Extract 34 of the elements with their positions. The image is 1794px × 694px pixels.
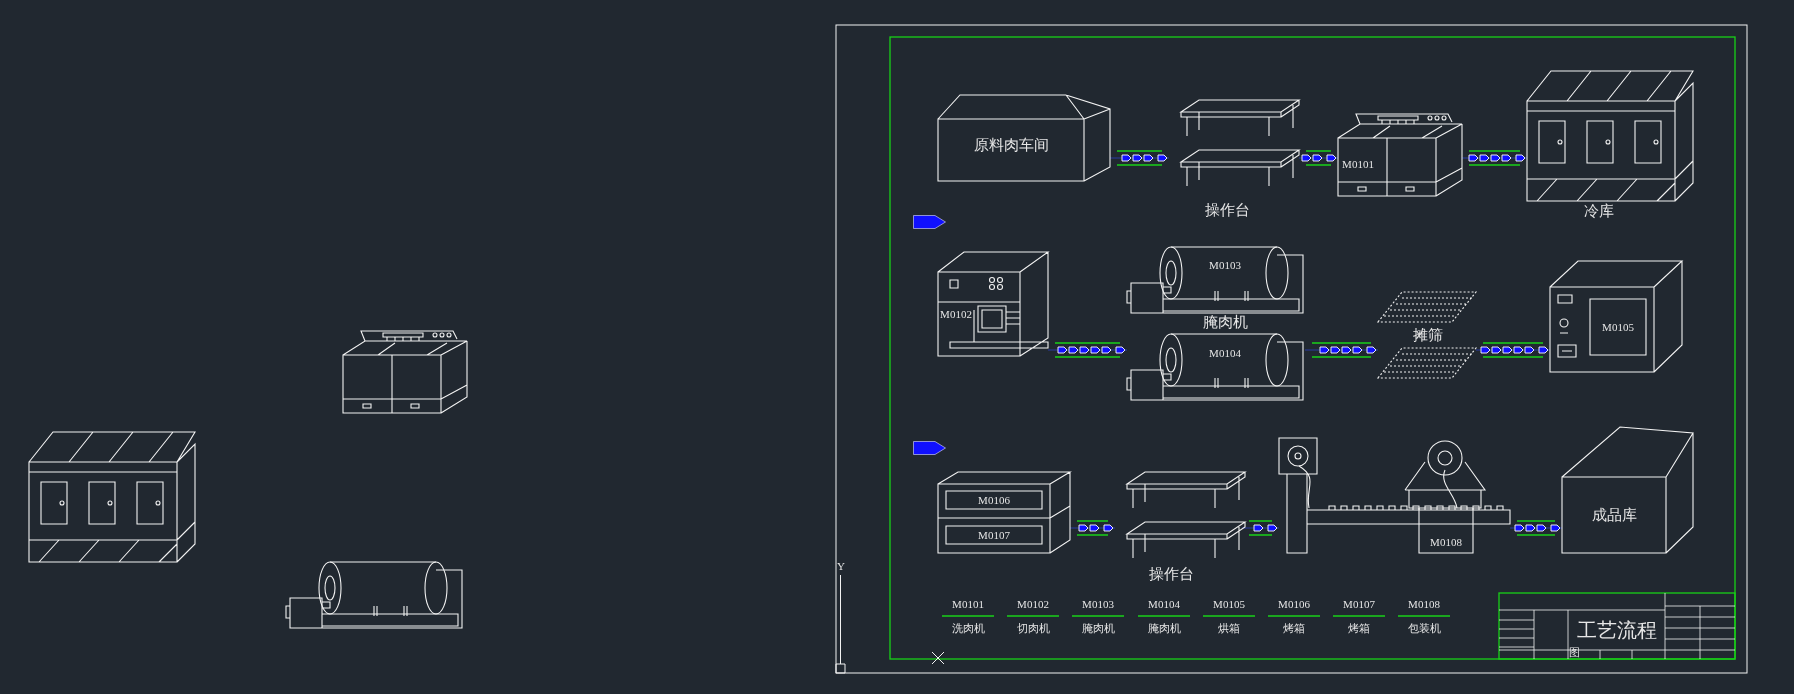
machine-code: M0101 [1342,158,1374,170]
machine-code: M0106 [1278,598,1310,610]
machine-code: M0105 [1602,321,1634,333]
machine-name: 切肉机 [1016,620,1050,636]
machine-name: 腌肉机 [1147,620,1181,636]
machine-code: M0102 [1017,598,1049,610]
machine-code: M0108 [1408,598,1440,610]
machine-code: M0106 [978,494,1010,506]
machine-name: 烤箱 [1283,620,1305,636]
drawing-title: 工艺流程 [1577,616,1657,644]
machine-code: M0102 [940,308,972,320]
machine-code: M0103 [1082,598,1114,610]
machine-code: M0104 [1148,598,1180,610]
machine-code: M0107 [1343,598,1375,610]
machine-code: M0104 [1209,347,1241,359]
node-label: 原料肉车间 [973,135,1049,155]
machine-name: 烘箱 [1218,620,1240,636]
machine-name: 烤箱 [1348,620,1370,636]
axis-letter: Y [837,560,845,572]
node-label: 操作台 [1204,200,1250,220]
drawing-title-suffix: 图 [1568,644,1580,660]
node-label: 操作台 [1148,564,1194,584]
machine-code: M0108 [1430,536,1462,548]
machine-name: 包装机 [1407,620,1441,636]
machine-code: M0105 [1213,598,1245,610]
node-label: 摊筛 [1413,325,1443,345]
machine-code: M0107 [978,529,1010,541]
machine-name: 洗肉机 [951,620,985,636]
machine-name: 腌肉机 [1081,620,1115,636]
machine-code: M0103 [1209,259,1241,271]
node-label: 冷库 [1584,201,1614,221]
node-label: 成品库 [1591,505,1637,525]
machine-code: M0101 [952,598,984,610]
node-label: 腌肉机 [1202,312,1248,332]
